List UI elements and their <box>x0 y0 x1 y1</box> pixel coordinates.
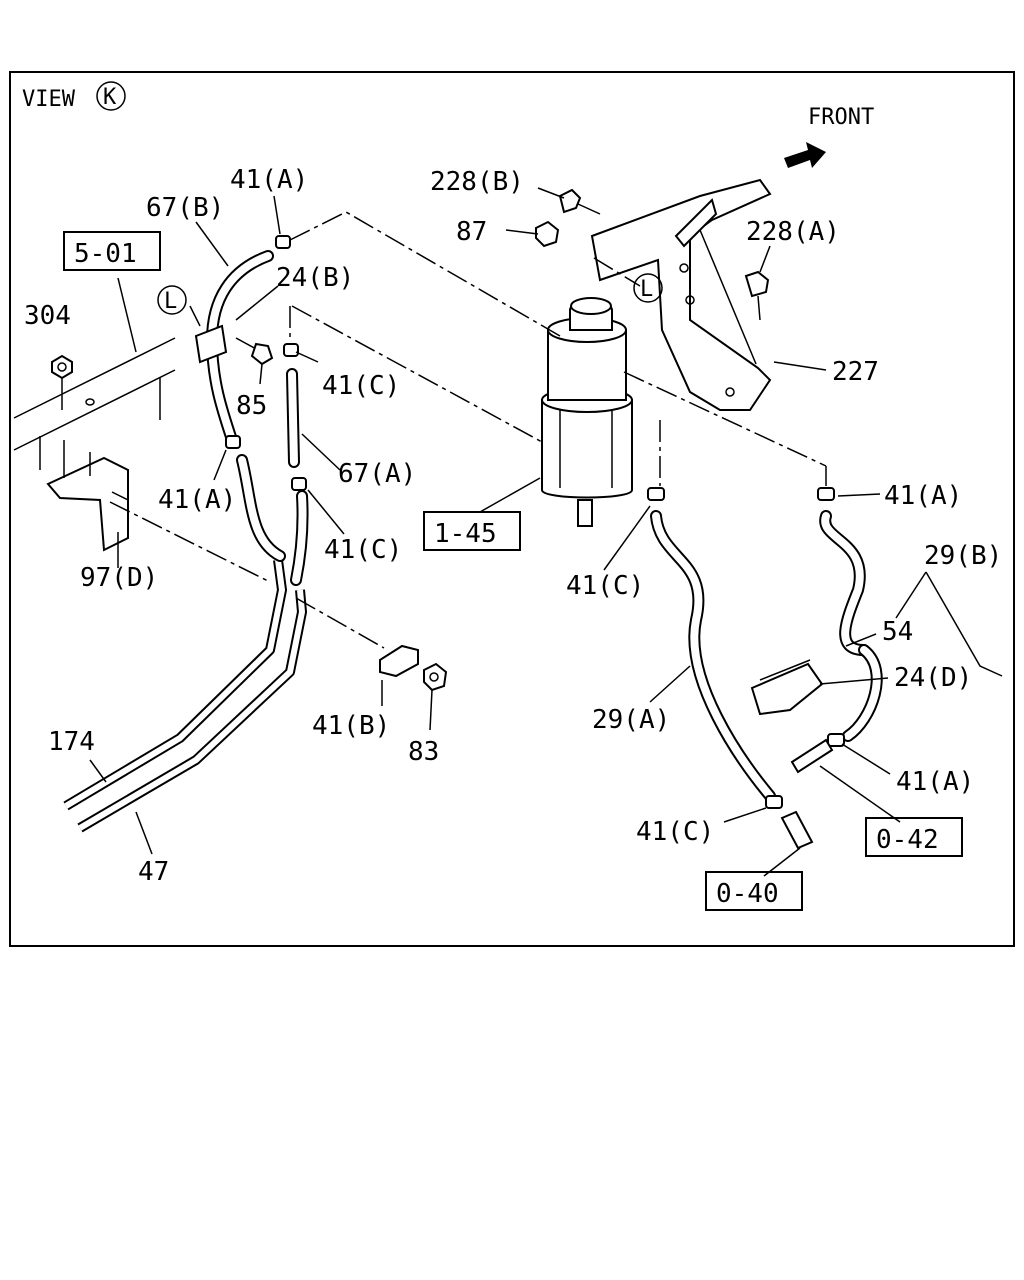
ref-1-45[interactable]: 1-45 <box>434 519 497 549</box>
connector-marker-right <box>633 273 663 303</box>
filter-bracket-227 <box>590 178 772 411</box>
clamp-41a-lower <box>827 733 845 747</box>
clamp-41c-filter <box>647 487 665 501</box>
connector-letter-right: L <box>640 277 653 302</box>
callout-83: 83 <box>408 737 439 767</box>
bolt-228b <box>558 188 601 215</box>
callout-41c-mid: 41(C) <box>324 535 402 565</box>
ref-box-1-45 <box>423 511 521 551</box>
nut-83 <box>423 662 448 692</box>
callout-41a-top: 41(A) <box>230 165 308 195</box>
ref-box-0-42 <box>865 817 963 857</box>
clamp-41c-top <box>283 343 299 357</box>
callout-67b: 67(B) <box>146 193 224 223</box>
hose-29a <box>650 510 776 802</box>
pipe-0-42 <box>790 738 834 774</box>
callout-67a: 67(A) <box>338 459 416 489</box>
hose-67a-lower <box>290 490 309 586</box>
hose-54 <box>842 644 883 742</box>
leader-lines <box>89 187 1003 877</box>
chassis-frame <box>13 337 176 470</box>
callout-41a-right: 41(A) <box>884 481 962 511</box>
callout-29b: 29(B) <box>924 541 1002 571</box>
callout-304: 304 <box>24 301 71 331</box>
callout-41b: 41(B) <box>312 711 390 741</box>
view-letter-circle <box>96 81 126 111</box>
pipe-0-40 <box>780 810 814 850</box>
clip-41b <box>379 644 419 678</box>
callout-97d: 97(D) <box>80 563 158 593</box>
hose-67b-lower <box>236 454 286 562</box>
connector-marker-left <box>157 285 187 315</box>
nut-87 <box>535 220 560 248</box>
ref-0-42[interactable]: 0-42 <box>876 825 939 855</box>
callout-41a-lower: 41(A) <box>896 767 974 797</box>
fuel-pipe-47 <box>77 589 307 833</box>
callout-85: 85 <box>236 391 267 421</box>
centre-line-6 <box>295 597 385 649</box>
ref-5-01[interactable]: 5-01 <box>74 239 137 269</box>
clamp-41a-left <box>225 435 241 449</box>
callout-228b: 228(B) <box>430 167 524 197</box>
front-label: FRONT <box>808 105 874 130</box>
diagram-frame <box>9 71 1015 947</box>
clip-24b <box>194 324 228 364</box>
ref-box-5-01 <box>63 231 161 271</box>
clamp-41c-mid <box>291 477 307 491</box>
callout-47: 47 <box>138 857 169 887</box>
view-letter: K <box>103 85 117 110</box>
callout-41a-left: 41(A) <box>158 485 236 515</box>
view-label: VIEW <box>22 87 76 112</box>
ref-0-40[interactable]: 0-40 <box>716 879 779 909</box>
bolt-228a <box>744 270 770 321</box>
fuel-pipe-174 <box>63 559 287 811</box>
front-arrow-icon <box>784 142 826 168</box>
hose-67a <box>286 368 300 468</box>
hose-29b <box>819 510 870 656</box>
clamp-24d <box>750 659 824 716</box>
callout-87: 87 <box>456 217 487 247</box>
callout-24b: 24(B) <box>276 263 354 293</box>
callout-174: 174 <box>48 727 95 757</box>
clamp-41c-lower <box>765 795 783 809</box>
mounting-bracket <box>46 440 129 552</box>
centre-line-1 <box>289 211 561 337</box>
callout-41c-lower: 41(C) <box>636 817 714 847</box>
connector-letter-left: L <box>164 289 177 314</box>
callout-29a: 29(A) <box>592 705 670 735</box>
callout-41c-filter: 41(C) <box>566 571 644 601</box>
clamp-41a-right <box>817 487 835 501</box>
nut-304 <box>51 354 73 410</box>
clamp-41a-top <box>275 235 291 249</box>
centre-line-3 <box>623 371 827 467</box>
fuel-filter <box>541 297 633 527</box>
centre-line-2 <box>291 305 543 443</box>
callout-227: 227 <box>832 357 879 387</box>
callout-24d: 24(D) <box>894 663 972 693</box>
callout-41c-top: 41(C) <box>322 371 400 401</box>
callout-228a: 228(A) <box>746 217 840 247</box>
callout-54: 54 <box>882 617 913 647</box>
centre-line-9 <box>593 257 641 287</box>
bolt-85 <box>235 337 274 366</box>
centre-line-5 <box>109 501 271 583</box>
ref-box-0-40 <box>705 871 803 911</box>
